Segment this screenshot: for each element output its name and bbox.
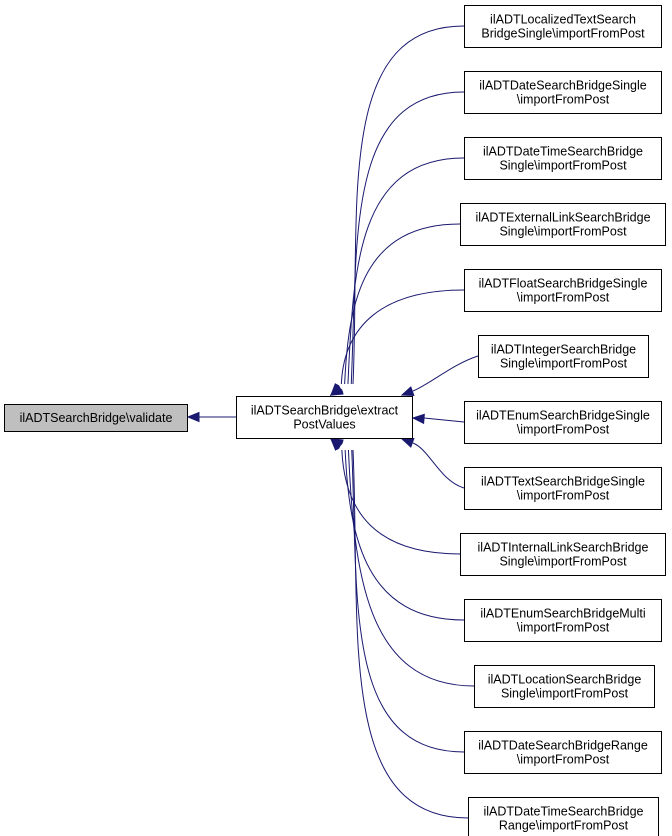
node-iladtenumsearchbridgesingle-importfrompost[interactable]: ilADTEnumSearchBridgeSingle\importFromPo… <box>464 401 662 444</box>
edge-iladtinternallinksearchbridge-single-imp-to-extract <box>341 449 461 555</box>
node-iladtexternallinksearchbridge-single-importfromp-box <box>460 203 666 246</box>
node-iladtenumsearchbridgesingle-importfrompost-label-line-2: \importFromPost <box>517 423 610 437</box>
node-iladtdatetimesearchbridge-range-importfrompost[interactable]: ilADTDateTimeSearchBridgeRange\importFro… <box>468 797 659 836</box>
node-iladtfloatsearchbridgesingle-importfrompost[interactable]: ilADTFloatSearchBridgeSingle\importFromP… <box>464 269 662 312</box>
edge-iladtintegersearchbridge-single-importfr-to-extract <box>412 355 479 392</box>
edge-iladtdatetimesearchbridge-range-importfr-to-extract <box>352 449 469 819</box>
node-extract-post-values-label-line-1: ilADTSearchBridge\extract <box>251 404 399 418</box>
node-iladtinternallinksearchbridge-single-importfromp[interactable]: ilADTInternalLinkSearchBridgeSingle\impo… <box>460 533 666 576</box>
node-iladtintegersearchbridge-single-importfrompost[interactable]: ilADTIntegerSearchBridgeSingle\importFro… <box>478 335 649 378</box>
node-iladtlocalizedtextsearch-bridgesingle-importfrom-label-line-1: ilADTLocalizedTextSearch <box>490 13 636 27</box>
node-extract-post-values-box <box>236 396 413 439</box>
edge-iladtdatesearchbridgerange-importfrompos-to-extract <box>351 449 465 753</box>
node-iladtfloatsearchbridgesingle-importfrompost-label-line-2: \importFromPost <box>517 291 610 305</box>
node-iladtlocationsearchbridge-single-importfrompost-box <box>474 665 655 708</box>
node-iladtdatesearchbridgerange-importfrompost-box <box>464 731 662 774</box>
node-iladtlocationsearchbridge-single-importfrompost[interactable]: ilADTLocationSearchBridgeSingle\importFr… <box>474 665 655 708</box>
node-iladtenumsearchbridgesingle-importfrompost-label-line-1: ilADTEnumSearchBridgeSingle <box>476 409 650 423</box>
edges-layer <box>186 25 479 819</box>
edge-iladtfloatsearchbridgesingle-importfromp-to-extract <box>340 289 465 385</box>
node-iladtdatetimesearchbridge-range-importfrompost-box <box>468 797 659 836</box>
node-iladtdatetimesearchbridge-single-importfrompost-box <box>464 137 662 180</box>
node-iladtdatesearchbridgesingle-importfrompost-label-line-1: ilADTDateSearchBridgeSingle <box>479 79 646 93</box>
node-iladtdatetimesearchbridge-single-importfrompost[interactable]: ilADTDateTimeSearchBridgeSingle\importFr… <box>464 137 662 180</box>
node-iladtlocalizedtextsearch-bridgesingle-importfrom-label-line-2: BridgeSingle\importFromPost <box>481 27 645 41</box>
node-iladtinternallinksearchbridge-single-importfromp-label-line-2: Single\importFromPost <box>499 555 627 569</box>
node-iladtlocationsearchbridge-single-importfrompost-label-line-1: ilADTLocationSearchBridge <box>488 673 642 687</box>
edge-iladtlocalizedtextsearch-bridgesingle-im-to-extract <box>352 25 465 385</box>
node-iladtlocalizedtextsearch-bridgesingle-importfrom-box <box>464 5 662 48</box>
node-iladttextsearchbridgesingle-importfrompost-label-line-1: ilADTTextSearchBridgeSingle <box>481 475 645 489</box>
node-iladtenumsearchbridgesingle-importfrompost-box <box>464 401 662 444</box>
edge-iladttextsearchbridgesingle-importfrompo-to-extract-arrowhead <box>400 438 415 448</box>
edge-extract-to-validate-arrowhead <box>186 411 200 423</box>
node-iladtenumsearchbridgemulti-importfrompost-label-line-1: ilADTEnumSearchBridgeMulti <box>480 607 645 621</box>
nodes-layer: ilADTSearchBridge\validate ilADTSearchBri… <box>4 5 666 836</box>
edge-iladtdatetimesearchbridge-range-importfr-to-extract-arrowhead <box>329 438 344 449</box>
node-iladttextsearchbridgesingle-importfrompost[interactable]: ilADTTextSearchBridgeSingle\importFromPo… <box>464 467 662 510</box>
node-iladtdatesearchbridgerange-importfrompost-label-line-2: \importFromPost <box>517 753 610 767</box>
node-iladttextsearchbridgesingle-importfrompost-label-line-2: \importFromPost <box>517 489 610 503</box>
node-iladtdatetimesearchbridge-single-importfrompost-label-line-2: Single\importFromPost <box>499 159 627 173</box>
node-validate-label-line-1: ilADTSearchBridge\validate <box>20 411 173 425</box>
node-iladtdatetimesearchbridge-range-importfrompost-label-line-2: Range\importFromPost <box>499 819 629 833</box>
node-iladtintegersearchbridge-single-importfrompost-label-line-1: ilADTIntegerSearchBridge <box>491 343 636 357</box>
edge-iladtfloatsearchbridgesingle-importfromp-to-extract-arrowhead <box>330 383 343 396</box>
node-iladtinternallinksearchbridge-single-importfromp-box <box>460 533 666 576</box>
node-iladtdatesearchbridgerange-importfrompost-label-line-1: ilADTDateSearchBridgeRange <box>478 739 648 753</box>
node-iladtintegersearchbridge-single-importfrompost-box <box>478 335 649 378</box>
node-iladtexternallinksearchbridge-single-importfromp-label-line-2: Single\importFromPost <box>499 225 627 239</box>
edge-iladtenumsearchbridgemulti-importfrompos-to-extract <box>344 449 465 621</box>
node-iladtenumsearchbridgemulti-importfrompost-box <box>464 599 662 642</box>
edge-iladtdatesearchbridgesingle-importfrompo-to-extract <box>350 91 465 385</box>
node-validate[interactable]: ilADTSearchBridge\validate <box>4 404 188 432</box>
node-iladtinternallinksearchbridge-single-importfromp-label-line-1: ilADTInternalLinkSearchBridge <box>478 541 649 555</box>
node-iladtdatesearchbridgesingle-importfrompost-box <box>464 71 662 114</box>
node-iladtexternallinksearchbridge-single-importfromp[interactable]: ilADTExternalLinkSearchBridgeSingle\impo… <box>460 203 666 246</box>
node-iladtdatesearchbridgesingle-importfrompost-label-line-2: \importFromPost <box>517 93 610 107</box>
node-extract-post-values-label-line-2: PostValues <box>293 418 355 432</box>
edge-iladttextsearchbridgesingle-importfrompo-to-extract <box>412 442 465 489</box>
node-iladtdatesearchbridgesingle-importfrompost[interactable]: ilADTDateSearchBridgeSingle\importFromPo… <box>464 71 662 114</box>
node-validate-box <box>4 404 188 432</box>
node-iladtenumsearchbridgemulti-importfrompost-label-line-2: \importFromPost <box>517 621 610 635</box>
node-iladtdatetimesearchbridge-range-importfrompost-label-line-1: ilADTDateTimeSearchBridge <box>483 805 643 819</box>
node-iladtdatetimesearchbridge-single-importfrompost-label-line-1: ilADTDateTimeSearchBridge <box>483 145 643 159</box>
edge-iladtenumsearchbridgesingle-importfrompo-to-extract <box>423 417 465 423</box>
node-iladtfloatsearchbridgesingle-importfrompost-label-line-1: ilADTFloatSearchBridgeSingle <box>479 277 648 291</box>
node-iladtintegersearchbridge-single-importfrompost-label-line-2: Single\importFromPost <box>500 357 628 371</box>
node-iladtdatesearchbridgerange-importfrompost[interactable]: ilADTDateSearchBridgeRange\importFromPos… <box>464 731 662 774</box>
node-iladtenumsearchbridgemulti-importfrompost[interactable]: ilADTEnumSearchBridgeMulti\importFromPos… <box>464 599 662 642</box>
edge-iladtlocationsearchbridge-single-importf-to-extract <box>347 449 475 687</box>
node-iladttextsearchbridgesingle-importfrompost-box <box>464 467 662 510</box>
edge-iladtintegersearchbridge-single-importfr-to-extract-arrowhead <box>400 386 415 396</box>
node-iladtfloatsearchbridgesingle-importfrompost-box <box>464 269 662 312</box>
node-iladtlocationsearchbridge-single-importfrompost-label-line-2: Single\importFromPost <box>501 687 629 701</box>
edge-iladtenumsearchbridgesingle-importfrompo-to-extract-arrowhead <box>411 413 425 425</box>
node-iladtexternallinksearchbridge-single-importfromp-label-line-1: ilADTExternalLinkSearchBridge <box>475 211 650 225</box>
edge-iladtdatetimesearchbridge-single-importf-to-extract <box>347 157 465 385</box>
node-iladtlocalizedtextsearch-bridgesingle-importfrom[interactable]: ilADTLocalizedTextSearchBridgeSingle\imp… <box>464 5 662 48</box>
